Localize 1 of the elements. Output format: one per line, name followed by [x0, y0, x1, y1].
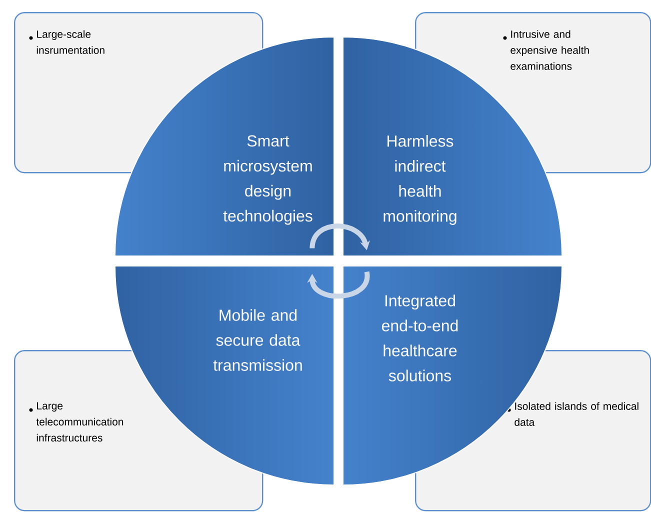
cycle-arrow [307, 272, 370, 299]
